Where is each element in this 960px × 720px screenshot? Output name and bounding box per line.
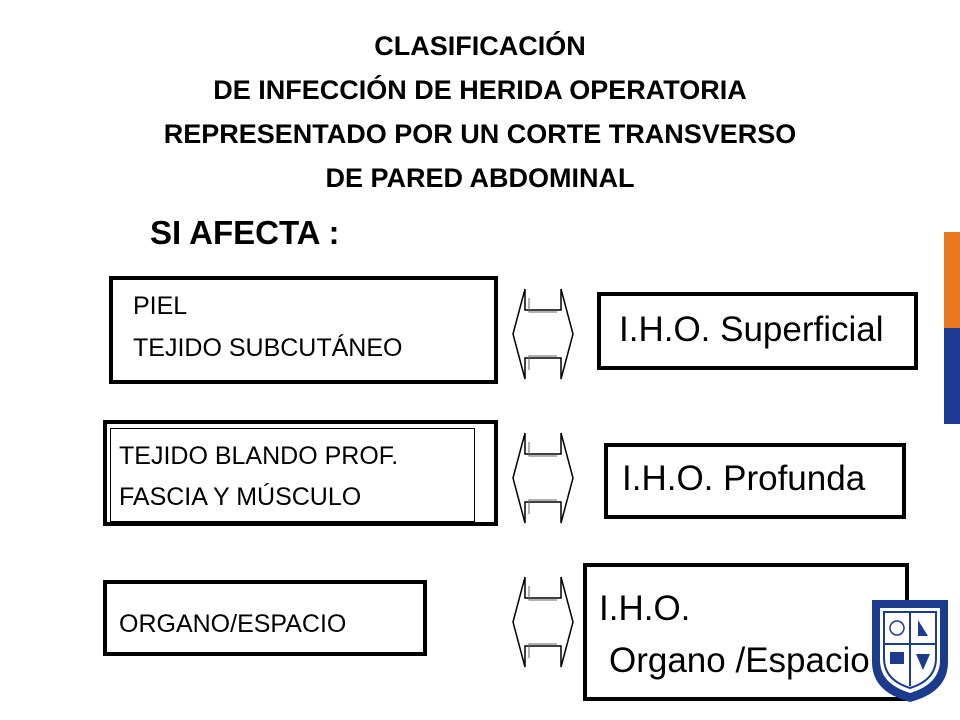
box-inner-frame [110, 428, 475, 522]
box-piel: PIEL TEJIDO SUBCUTÁNEO [109, 276, 498, 384]
slide-title: CLASIFICACIÓN DE INFECCIÓN DE HERIDA OPE… [100, 24, 860, 200]
result-organo-espacio: I.H.O. Organo /Espacio [583, 563, 909, 701]
double-arrow-icon-1 [512, 288, 574, 380]
title-line-2: DE INFECCIÓN DE HERIDA OPERATORIA [213, 75, 747, 105]
title-line-4: DE PARED ABDOMINAL [325, 163, 635, 193]
box-piel-line-1: PIEL [133, 292, 188, 320]
double-arrow-icon-2 [512, 432, 574, 524]
box-tejido-line-2: FASCIA Y MÚSCULO [119, 483, 362, 511]
accent-bar-blue [944, 328, 960, 424]
box-piel-line-2: TEJIDO SUBCUTÁNEO [133, 334, 403, 362]
box-organo-espacio: ORGANO/ESPACIO [103, 580, 427, 656]
result-organo-line-2: Organo /Espacio [609, 641, 870, 680]
result-superficial: I.H.O. Superficial [597, 292, 918, 370]
title-line-3: REPRESENTADO POR UN CORTE TRANSVERSO [163, 119, 797, 149]
subtitle: SI AFECTA : [150, 214, 340, 251]
box-tejido-line-1: TEJIDO BLANDO PROF. [119, 442, 399, 470]
title-line-1: CLASIFICACIÓN [374, 31, 586, 61]
accent-bar-orange [944, 232, 960, 328]
result-profunda-text: I.H.O. Profunda [622, 459, 866, 498]
result-profunda: I.H.O. Profunda [604, 443, 906, 519]
double-arrow-icon-3 [512, 576, 574, 668]
box-organo-line-1: ORGANO/ESPACIO [119, 610, 347, 638]
university-crest-icon [872, 600, 948, 702]
result-organo-line-1: I.H.O. [599, 589, 691, 628]
box-tejido-blando: TEJIDO BLANDO PROF. FASCIA Y MÚSCULO [103, 420, 498, 526]
result-superficial-text: I.H.O. Superficial [619, 310, 884, 349]
